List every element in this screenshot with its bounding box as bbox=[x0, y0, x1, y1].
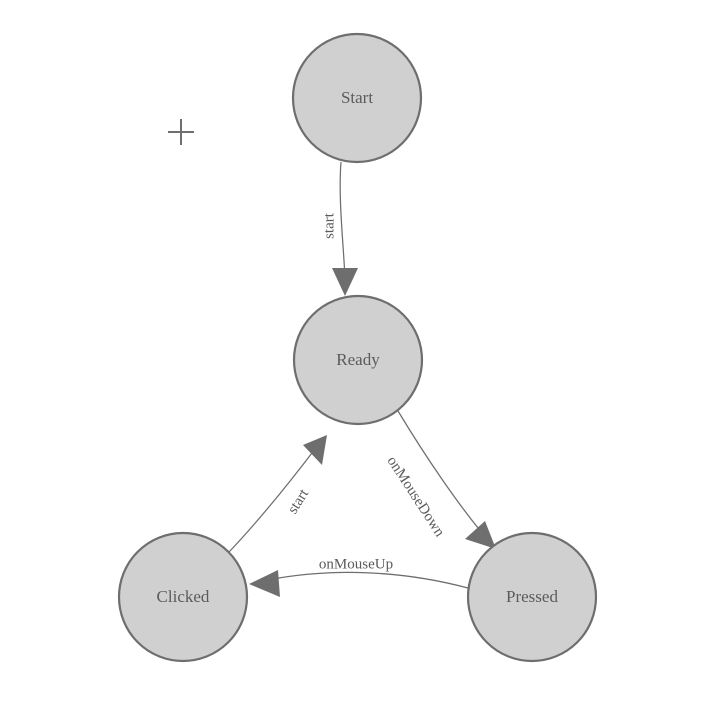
edge-ready-to-pressed-path bbox=[397, 410, 484, 535]
edge-clicked-to-ready-label: start bbox=[285, 486, 313, 517]
edge-ready-to-pressed-label: onMouseDown bbox=[384, 454, 448, 541]
edge-clicked-to-ready-path bbox=[228, 448, 316, 553]
edge-pressed-to-clicked[interactable]: onMouseUp bbox=[249, 556, 469, 597]
edge-pressed-to-clicked-path bbox=[267, 571, 469, 589]
plus-crosshair-icon[interactable] bbox=[168, 119, 194, 145]
edge-clicked-to-ready[interactable]: start bbox=[228, 435, 327, 553]
node-clicked-circle[interactable] bbox=[117, 531, 249, 663]
node-pressed-circle[interactable] bbox=[466, 531, 598, 663]
edge-start-to-ready-path bbox=[339, 161, 346, 281]
edge-start-to-ready[interactable]: start bbox=[321, 161, 358, 296]
edge-pressed-to-clicked-label: onMouseUp bbox=[319, 556, 393, 572]
node-start-circle[interactable] bbox=[291, 32, 423, 164]
node-ready-circle[interactable] bbox=[292, 294, 424, 426]
edge-clicked-to-ready-arrowhead bbox=[303, 435, 327, 465]
edge-ready-to-pressed-arrowhead bbox=[465, 521, 496, 549]
node-start[interactable]: Start bbox=[291, 32, 423, 164]
edge-start-to-ready-arrowhead bbox=[332, 268, 358, 296]
node-clicked[interactable]: Clicked bbox=[117, 531, 249, 663]
edge-start-to-ready-label: start bbox=[321, 212, 337, 239]
edge-pressed-to-clicked-arrowhead bbox=[249, 570, 280, 597]
node-pressed[interactable]: Pressed bbox=[466, 531, 598, 663]
node-ready[interactable]: Ready bbox=[292, 294, 424, 426]
edge-ready-to-pressed[interactable]: onMouseDown bbox=[384, 410, 496, 549]
